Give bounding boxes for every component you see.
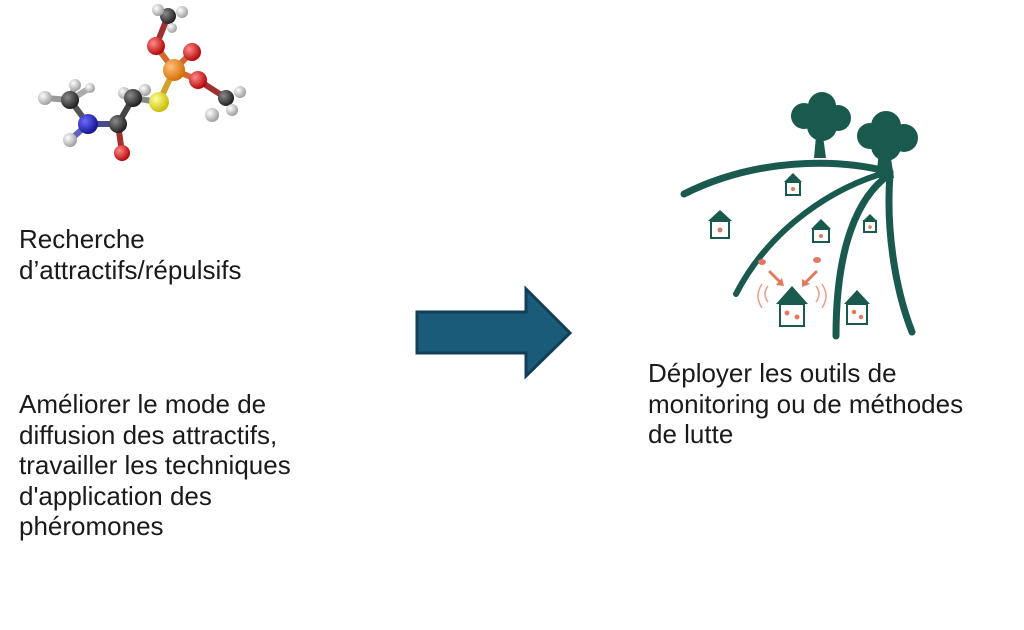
trap-icon: [776, 286, 808, 327]
trap-icon: [863, 214, 877, 233]
tree-icon: [791, 92, 851, 158]
insect-icon: [758, 257, 821, 265]
trap-icon: [811, 219, 831, 243]
right-arrow-icon: [415, 285, 573, 380]
research-text: Recherche d’attractifs/répulsifs: [19, 224, 242, 285]
orchard-rows: [680, 159, 916, 340]
orchard-traps-icon: [680, 92, 918, 340]
molecule-atoms: [38, 4, 246, 161]
deploy-tools-text: Déployer les outils de monitoring ou de …: [648, 358, 964, 449]
trap-icon: [784, 173, 802, 196]
improve-diffusion-text: Améliorer le mode de diffusion des attra…: [19, 389, 291, 541]
attraction-arrows: [768, 270, 818, 287]
trap-icon: [708, 210, 732, 239]
trap-icon: [844, 290, 870, 325]
scent-waves: [757, 283, 827, 309]
molecule-icon: [38, 4, 246, 161]
